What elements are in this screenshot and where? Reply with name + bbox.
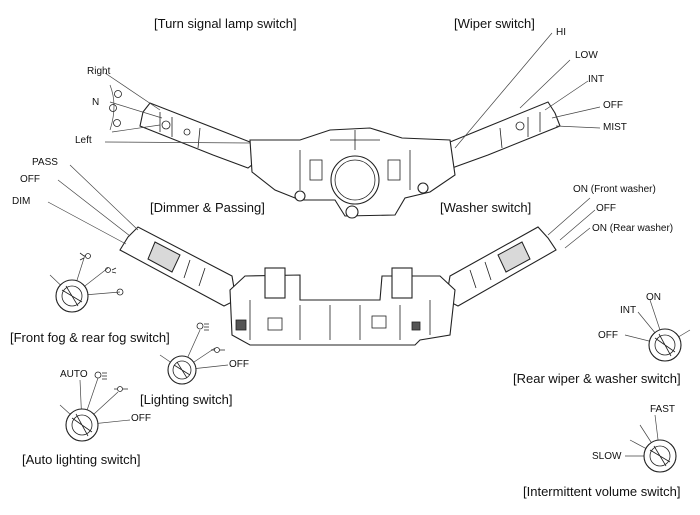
auto-lighting-off-label: OFF <box>131 413 151 424</box>
tail-lamp-icon <box>211 347 225 353</box>
lower-switch-assembly <box>119 226 557 346</box>
fog-lamp-icon <box>79 252 91 261</box>
rear-wiper-washer-switch-title: [Rear wiper & washer switch] <box>513 371 681 386</box>
intermittent-volume-switch-title: [Intermittent volume switch] <box>523 484 681 499</box>
turn-left-label: Left <box>75 135 92 146</box>
wiper-switch-title: [Wiper switch] <box>454 16 535 31</box>
turn-right-label: Right <box>87 66 111 77</box>
washer-switch-title: [Washer switch] <box>440 200 532 215</box>
intermittent-volume-knob <box>625 414 677 473</box>
fog-lamp-icon <box>105 267 117 274</box>
dimmer-off-label: OFF <box>20 174 40 185</box>
headlamp-icon <box>196 322 209 331</box>
intermittent-slow-label: SLOW <box>592 451 622 462</box>
wiper-off-label: OFF <box>603 100 623 111</box>
turn-signal-switch-title: [Turn signal lamp switch] <box>154 16 297 31</box>
rear-wiper-off-label: OFF <box>598 330 618 341</box>
wiper-int-label: INT <box>588 74 605 85</box>
rear-wiper-knob <box>624 299 691 362</box>
lighting-switch-title: [Lighting switch] <box>140 392 233 407</box>
headlamp-icon <box>94 371 107 380</box>
turn-neutral-label: N <box>92 97 100 108</box>
auto-lighting-knob <box>59 377 131 442</box>
tail-lamp-icon <box>114 386 128 392</box>
dimmer-pass-label: PASS <box>32 157 58 168</box>
intermittent-fast-label: FAST <box>650 404 676 415</box>
rear-wiper-on-label: ON <box>646 292 661 303</box>
upper-switch-assembly <box>139 101 561 219</box>
rear-wiper-int-label: INT <box>620 305 637 316</box>
wiper-low-label: LOW <box>575 50 598 61</box>
front-fog-knob <box>49 254 124 313</box>
wiper-hi-label: HI <box>556 27 566 38</box>
front-fog-switch-title: [Front fog & rear fog switch] <box>10 330 170 345</box>
lighting-knob <box>159 329 229 385</box>
lighting-off-label: OFF <box>229 359 249 370</box>
washer-off-label: OFF <box>596 203 616 214</box>
wiper-mist-label: MIST <box>603 122 627 133</box>
dimmer-dim-label: DIM <box>12 196 31 207</box>
washer-rear-on-label: ON (Rear washer) <box>592 223 674 234</box>
washer-front-on-label: ON (Front washer) <box>573 184 656 195</box>
auto-lighting-auto-label: AUTO <box>60 369 88 380</box>
dimmer-passing-title: [Dimmer & Passing] <box>150 200 265 215</box>
auto-lighting-switch-title: [Auto lighting switch] <box>22 452 141 467</box>
